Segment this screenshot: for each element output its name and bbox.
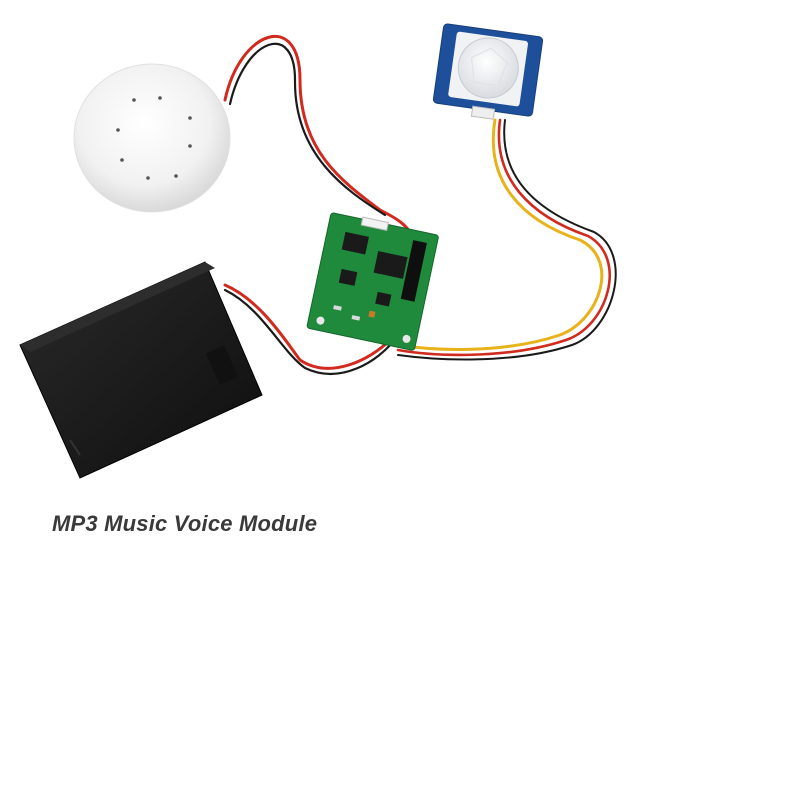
- pir-sensor-top: [432, 23, 544, 120]
- battery-box-top: [19, 261, 263, 479]
- voice-module-board-top: [306, 212, 439, 351]
- speaker-top: [73, 63, 231, 213]
- wires-top: [223, 35, 617, 375]
- product-caption: MP3 Music Voice Module: [52, 511, 318, 536]
